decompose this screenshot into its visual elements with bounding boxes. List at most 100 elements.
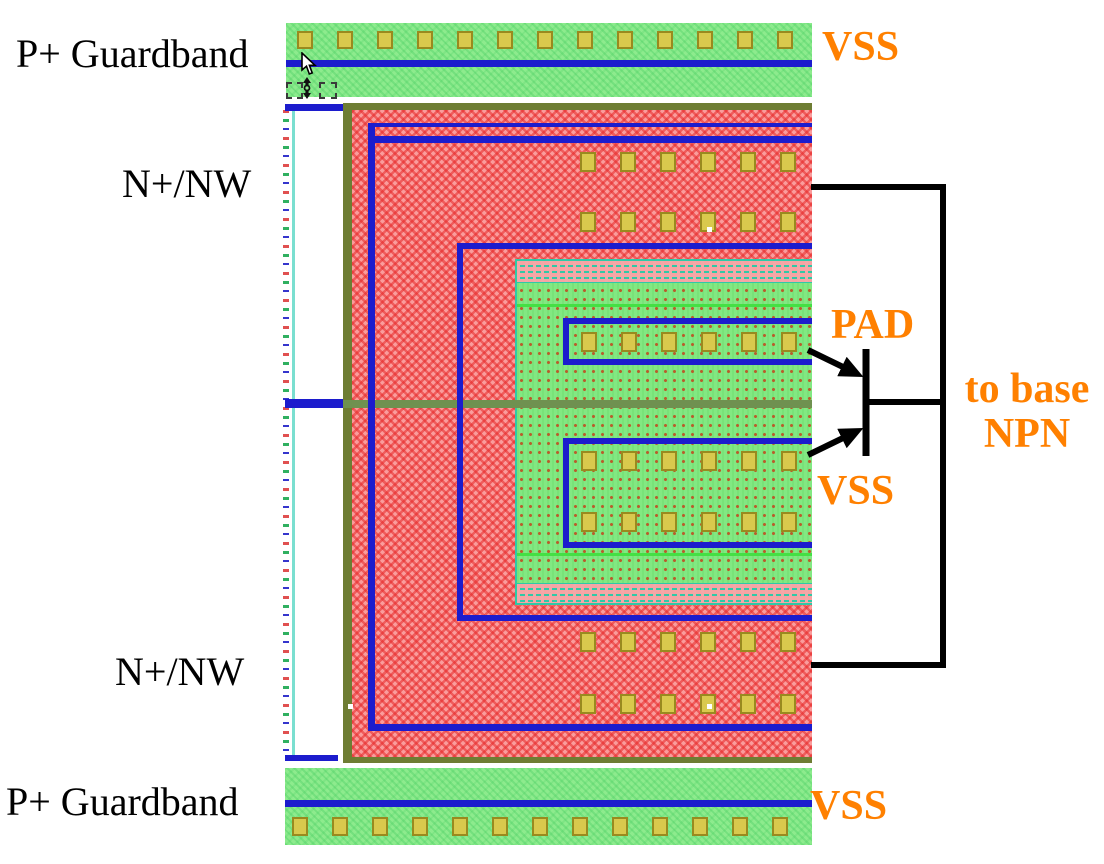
nw-contact-row-1 [580,152,796,172]
contact-via [581,451,597,471]
contact-via [740,694,756,714]
contact-via [781,332,797,352]
contact-via [580,632,596,652]
contact-via [617,31,633,49]
contact-via [772,817,788,836]
to-base-bracket [811,184,946,668]
contact-via [372,817,388,836]
label-vss-top: VSS [822,24,900,70]
contact-via [740,632,756,652]
island-green-line-top [517,304,812,307]
contact-via [412,817,428,836]
island-hatched-band-bottom [517,583,812,605]
contact-via [781,451,797,471]
contact-via [452,817,468,836]
label-nplus-nw-bottom: N+/NW [115,649,245,694]
contact-via [612,817,628,836]
contact-via [781,512,797,532]
contact-via [657,31,673,49]
move-anchor-icon [303,77,311,99]
contact-via [741,332,757,352]
contact-via [660,694,676,714]
contact-via [537,31,553,49]
contact-via [661,332,677,352]
contact-via [580,212,596,232]
left-metal-stub-middle [285,399,343,408]
device-bottom-border [343,756,812,763]
guardband-top-contact-row [297,31,793,49]
contact-via [337,31,353,49]
contact-via [701,332,717,352]
contact-via [457,31,473,49]
contact-via [652,817,668,836]
contact-via [580,694,596,714]
contact-via [780,212,796,232]
label-vss-bottom: VSS [810,783,888,829]
contact-via [332,817,348,836]
outer-ring-left-metal [368,123,375,731]
contact-via [740,212,756,232]
vss-contact-row-1 [581,451,797,471]
device-left-border [343,103,352,763]
label-nplus-nw-top: N+/NW [122,161,252,206]
left-metal-stub-top [285,104,343,111]
contact-via [532,817,548,836]
origin-marker [707,227,712,232]
contact-via [660,632,676,652]
inner-ring-metal [457,243,812,621]
contact-via [620,212,636,232]
contact-via [741,512,757,532]
contact-via [741,451,757,471]
contact-via [780,152,796,172]
contact-via [620,632,636,652]
contact-via [620,694,636,714]
label-p-guardband-bottom: P+ Guardband [6,779,239,824]
contact-via [661,451,677,471]
nw-contact-row-4 [580,694,796,714]
contact-via [701,451,717,471]
contact-via [660,152,676,172]
contact-via [297,31,313,49]
island-green-line-bottom [517,553,812,556]
contact-via [777,31,793,49]
origin-marker [348,704,353,709]
contact-via [700,152,716,172]
left-metal-stub-bottom [285,755,338,761]
contact-via [377,31,393,49]
origin-marker [329,227,334,232]
pad-arrow [806,347,864,377]
contact-via [660,212,676,232]
label-to-base-npn: to base NPN [942,367,1104,457]
contact-via [292,817,308,836]
contact-via [577,31,593,49]
contact-via [740,152,756,172]
label-to-base-line1: to base [964,366,1090,412]
contact-via [621,451,637,471]
contact-via [780,694,796,714]
selection-handle-left [286,82,303,99]
contact-via [581,332,597,352]
vss-metal-rect [563,438,812,548]
contact-via [697,31,713,49]
contact-via [620,152,636,172]
contact-via [417,31,433,49]
label-pad: PAD [831,302,915,348]
outer-ring-bottom-metal [368,724,812,731]
contact-via [780,632,796,652]
selection-handle-right [319,82,337,99]
island-hatched-band-top [517,259,812,283]
mouse-pointer-icon [301,52,317,76]
contact-via [572,817,588,836]
contact-via [497,31,513,49]
guardband-bottom-contact-row [292,817,788,836]
pad-contact-row [581,332,797,352]
left-tick-marks [283,110,289,756]
device-mid-band [343,400,812,408]
contact-via [621,512,637,532]
device-top-border [343,103,812,110]
pad-metal-rect [563,318,812,365]
contact-via [737,31,753,49]
label-p-guardband-top: P+ Guardband [16,31,249,76]
contact-via [581,512,597,532]
